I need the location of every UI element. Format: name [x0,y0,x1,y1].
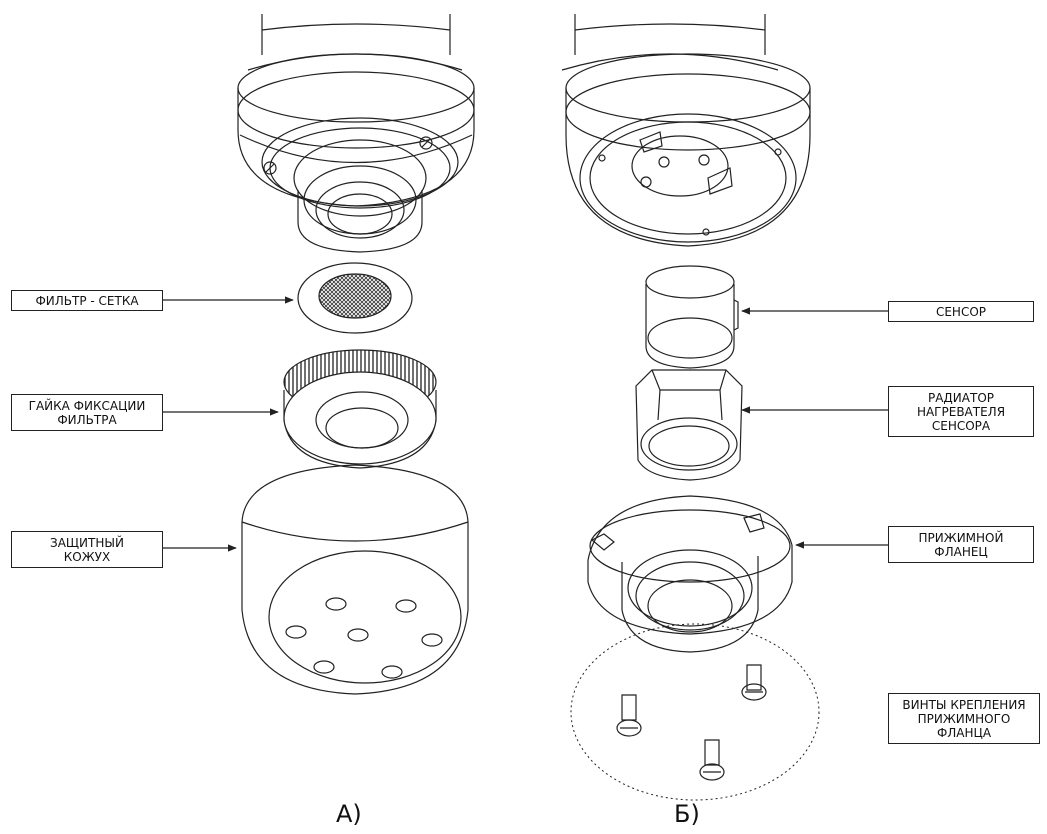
label-heater-radiator: РАДИАТОР НАГРЕВАТЕЛЯ СЕНСОРА [888,386,1034,437]
protective-cover-part [241,464,469,695]
panel-caption-b: Б) [674,800,700,828]
sensor-housing-a [237,14,475,253]
filter-nut-part [283,349,437,469]
clamp-flange-part [587,495,793,653]
leader-lines [163,296,888,552]
label-clamp-flange: ПРИЖИМНОЙ ФЛАНЕЦ [888,526,1034,563]
label-filter-nut: ГАЙКА ФИКСАЦИИ ФИЛЬТРА [11,394,163,431]
filter-mesh-part [297,262,413,334]
sensor-part [645,265,739,369]
label-protective-cover: ЗАЩИТНЫЙ КОЖУХ [11,531,163,568]
label-filter-mesh: ФИЛЬТР - СЕТКА [11,290,163,311]
sensor-housing-b [561,14,811,247]
label-flange-screws: ВИНТЫ КРЕПЛЕНИЯ ПРИЖИМНОГО ФЛАНЦА [888,693,1040,744]
panel-caption-a: А) [336,800,362,828]
flange-screws-part [570,623,820,801]
heater-radiator-part [635,369,743,481]
label-sensor: СЕНСОР [888,301,1034,322]
